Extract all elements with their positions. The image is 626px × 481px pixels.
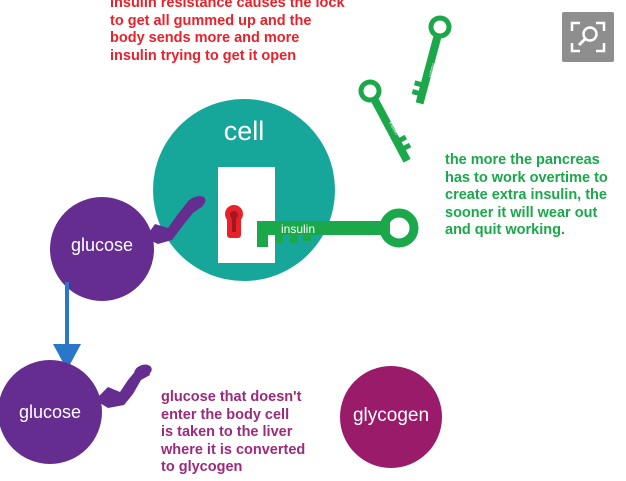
insulin-key-large: insulin xyxy=(257,208,419,248)
key-tooth-2 xyxy=(290,233,298,243)
glucose-circle-top xyxy=(50,197,154,301)
glycogen-label: glycogen xyxy=(353,405,429,426)
flow-arrow xyxy=(53,282,81,370)
glucose-arm-shape-bottom xyxy=(95,366,150,408)
small-key-1-bow xyxy=(428,15,452,39)
small-key-2-tooth-b xyxy=(402,142,412,151)
key-tooth-1 xyxy=(275,233,283,243)
small-key-1-tooth-b xyxy=(411,89,420,96)
key-tip xyxy=(257,221,268,247)
arrow-head xyxy=(53,344,81,370)
insulin-resistance-note: insulin resistance causes the lock to ge… xyxy=(110,0,345,64)
key-bow xyxy=(379,208,419,248)
glycogen-circle xyxy=(340,366,442,468)
cell-label: cell xyxy=(224,116,265,146)
small-key-1-label: insulin xyxy=(427,63,437,78)
keyhole-slot xyxy=(232,217,236,232)
glucose-arm-tip-bottom xyxy=(134,364,152,378)
zoom-button[interactable] xyxy=(562,12,614,62)
small-key-2-shaft xyxy=(370,97,411,163)
insulin-key-small-1: insulin xyxy=(411,15,452,105)
glucose-molecule-top: glucose xyxy=(50,197,154,301)
small-key-1-tooth-a xyxy=(414,80,423,88)
insulin-key-label: insulin xyxy=(281,222,315,236)
glucose-receptor-arm-top xyxy=(145,196,206,244)
glucose-label-bottom: glucose xyxy=(19,402,81,422)
glucose-molecule-bottom: glucose xyxy=(0,360,102,464)
key-shaft xyxy=(257,221,390,235)
glycogen-molecule: glycogen xyxy=(340,366,442,468)
glycogen-note: glucose that doesn't enter the body cell… xyxy=(161,389,306,475)
glucose-arm-tip xyxy=(186,196,206,210)
glucose-receptor-arm-bottom xyxy=(95,364,152,408)
glucose-circle-bottom xyxy=(0,360,102,464)
glucose-label-top: glucose xyxy=(71,235,133,255)
key-tooth-3 xyxy=(303,233,311,241)
cell: cell xyxy=(153,99,335,281)
insulin-key-small-2: insulin xyxy=(358,79,412,163)
small-key-1-shaft xyxy=(415,34,442,105)
keyhole-lock-icon xyxy=(225,205,243,238)
zoom-magnifier-icon xyxy=(570,21,606,53)
small-key-2-tooth-a xyxy=(398,134,407,143)
pancreas-note: the more the pancreas has to work overti… xyxy=(445,152,608,238)
